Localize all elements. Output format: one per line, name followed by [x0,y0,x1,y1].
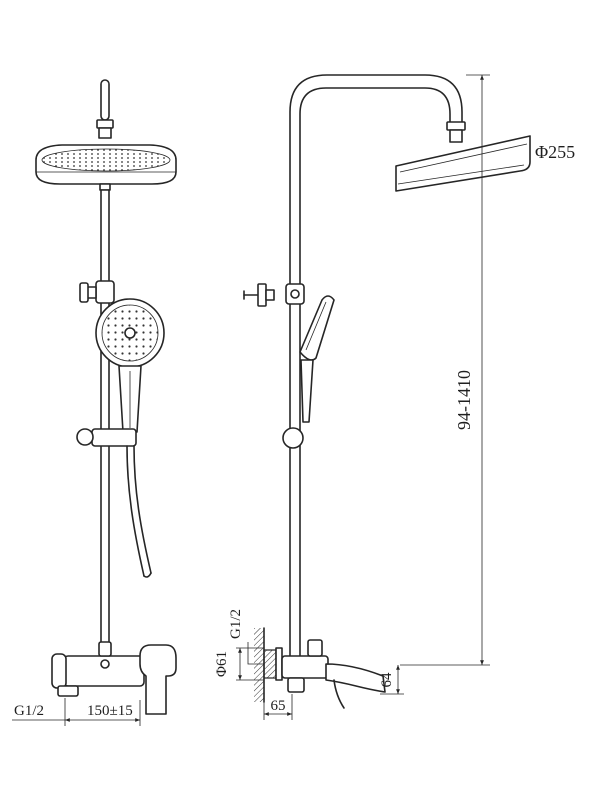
rain-shower-head-front [35,144,177,185]
front-dimensions: G1/2 150±15 [12,698,141,726]
height-dimension: 94-1410 [400,74,490,666]
label-head-diameter: Φ255 [535,142,575,162]
mixer-lever-handle [139,644,177,715]
overhead-connector [96,119,114,129]
head-connector-side [446,121,466,131]
label-spout-height: 64 [379,672,395,688]
riser-pipe-side [289,74,463,661]
side-view: Φ255 94-1410 [214,74,575,720]
escutcheon-side [275,647,283,681]
hand-shower-side [282,295,335,449]
overhead-connector-nut [98,127,112,139]
diverter-screw-side [290,289,300,299]
mixer-side [254,627,386,709]
rain-head-profile-base [397,164,525,185]
diverter-knob-side [257,283,267,307]
bath-spout [325,663,386,693]
inlet-fitting-side [263,649,277,679]
hose-outline-left [126,445,145,577]
label-height-range: 94-1410 [454,370,474,430]
diverter-body [95,280,115,304]
hand-shower-head-side [299,295,335,361]
front-view: G1/2 150±15 [12,79,177,726]
hand-shower-front [95,298,165,433]
diverter-knob [79,282,89,303]
rain-head-profile [395,135,531,192]
riser-connector-screw [100,659,110,669]
mixer-left-cap [51,653,67,689]
mixer-front [51,641,177,715]
riser-rod [100,189,110,653]
label-wall-offset: 65 [271,698,286,714]
riser-connector [98,641,112,657]
diverter-side [243,283,305,307]
overhead-arm-stub [100,79,110,121]
head-connector-nut-side [449,129,463,143]
diverter-front [79,280,115,304]
shower-hose-front [126,445,152,578]
slide-bracket-front [76,428,137,447]
rain-shower-head-side [395,135,531,192]
riser-pipe-outer [289,74,463,661]
hose-outline-right [133,445,152,574]
mixer-inlet-front [57,685,79,697]
riser-pipe-inner [299,87,451,661]
slide-bracket-knob-side [282,427,304,449]
spout-diverter-knob [287,677,305,693]
wall-hatch [254,628,264,702]
mixer-lever-side [307,639,323,657]
label-inlet-thread-side: G1/2 [228,609,244,639]
label-inlet-thread-front: G1/2 [14,703,44,719]
hose-end [143,572,152,578]
rain-head-neck [99,183,111,191]
diverter-knob-collar [265,289,275,301]
hand-shower-face-side [305,301,327,351]
hand-shower-center-cap [124,327,136,339]
slide-bracket-knob [76,428,94,446]
hose-tail-side [333,679,345,709]
rain-head-nozzle-face [41,148,171,172]
mixer-body-side [281,655,329,679]
label-inlet-spacing: 150±15 [87,703,133,719]
side-dimensions: G1/2 Φ61 64 65 [214,609,404,720]
label-escutcheon-diameter: Φ61 [214,651,230,677]
hand-shower-handle-side [300,359,314,423]
slide-bracket-body [91,428,137,447]
thread-leader-side [247,642,264,665]
rain-head-profile-edge [399,143,528,173]
